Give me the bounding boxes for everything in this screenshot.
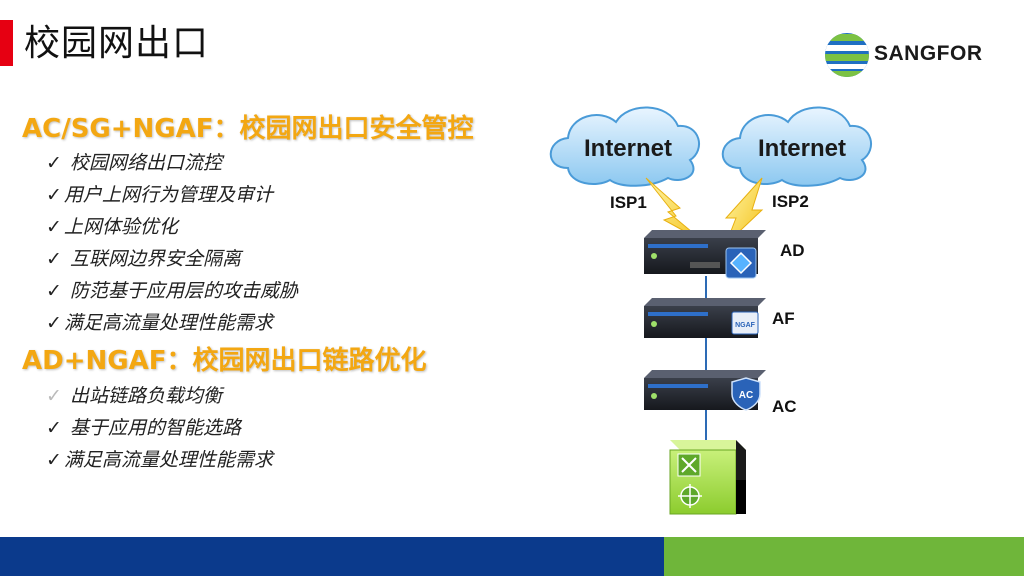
af-device: NGAF AF [644, 298, 795, 338]
internet-label-left: Internet [584, 135, 672, 162]
sangfor-logo: SANGFOR [822, 30, 982, 80]
check-icon: ✓ [46, 417, 62, 439]
list-item: ✓满足高流量处理性能需求 [46, 308, 273, 335]
check-icon: ✓ [46, 184, 62, 206]
page-title: 校园网出口 [24, 23, 210, 64]
check-icon: ✓ [46, 449, 62, 471]
list-item: ✓ 互联网边界安全隔离 [46, 244, 241, 271]
ac-shield-icon [731, 377, 761, 411]
isp2-label: ISP2 [772, 192, 809, 211]
internet-cloud-left: Internet [549, 106, 700, 187]
core-switch-icon [669, 440, 746, 515]
section-heading-link-optimization: AD+NGAF：校园网出口链路优化 [22, 346, 427, 376]
check-icon: ✓ [46, 312, 62, 334]
list-item: ✓满足高流量处理性能需求 [46, 445, 273, 472]
list-item-text: 满足高流量处理性能需求 [63, 449, 273, 471]
check-icon: ✓ [46, 385, 62, 407]
sangfor-globe-icon [825, 33, 869, 77]
ac-device: AC AC [644, 370, 797, 416]
title-accent-bar [0, 20, 13, 66]
ngaf-badge-icon [731, 311, 759, 335]
list-item-text: 互联网边界安全隔离 [63, 248, 241, 270]
footer-bar-green [664, 537, 1024, 576]
check-icon: ✓ [46, 280, 62, 302]
internet-cloud-right: Internet [721, 106, 872, 187]
logo-text: SANGFOR [874, 42, 983, 65]
list-item-text: 校园网络出口流控 [63, 152, 222, 174]
list-item-text: 基于应用的智能选路 [63, 417, 241, 439]
ac-label: AC [772, 397, 797, 416]
check-icon: ✓ [46, 216, 62, 238]
list-item: ✓ 基于应用的智能选路 [46, 413, 241, 440]
network-diagram: Internet Internet ISP1 ISP2 AD NGAF AF [549, 106, 872, 515]
list-item-text: 满足高流量处理性能需求 [63, 312, 273, 334]
list-item-text: 防范基于应用层的攻击威胁 [63, 280, 298, 302]
ad-device: AD [644, 230, 805, 279]
list-item: ✓ 防范基于应用层的攻击威胁 [46, 276, 298, 303]
ad-label: AD [780, 241, 805, 260]
list-item: ✓上网体验优化 [46, 212, 178, 239]
ngaf-badge-text: NGAF [735, 322, 756, 329]
list-item: ✓用户上网行为管理及审计 [46, 180, 273, 207]
section-heading-security: AC/SG+NGAF：校园网出口安全管控 [22, 114, 474, 144]
list-item-text: 出站链路负载均衡 [63, 385, 222, 407]
list-item: ✓ 校园网络出口流控 [46, 148, 222, 175]
list-item-text: 上网体验优化 [63, 216, 178, 238]
list-item-text: 用户上网行为管理及审计 [63, 184, 273, 206]
isp1-label: ISP1 [610, 193, 647, 212]
check-icon: ✓ [46, 248, 62, 270]
ac-badge-text: AC [739, 390, 753, 401]
check-icon: ✓ [46, 152, 62, 174]
footer-bar-blue [0, 537, 664, 576]
af-label: AF [772, 309, 795, 328]
list-item: ✓ 出站链路负载均衡 [46, 381, 222, 408]
internet-label-right: Internet [758, 135, 846, 162]
